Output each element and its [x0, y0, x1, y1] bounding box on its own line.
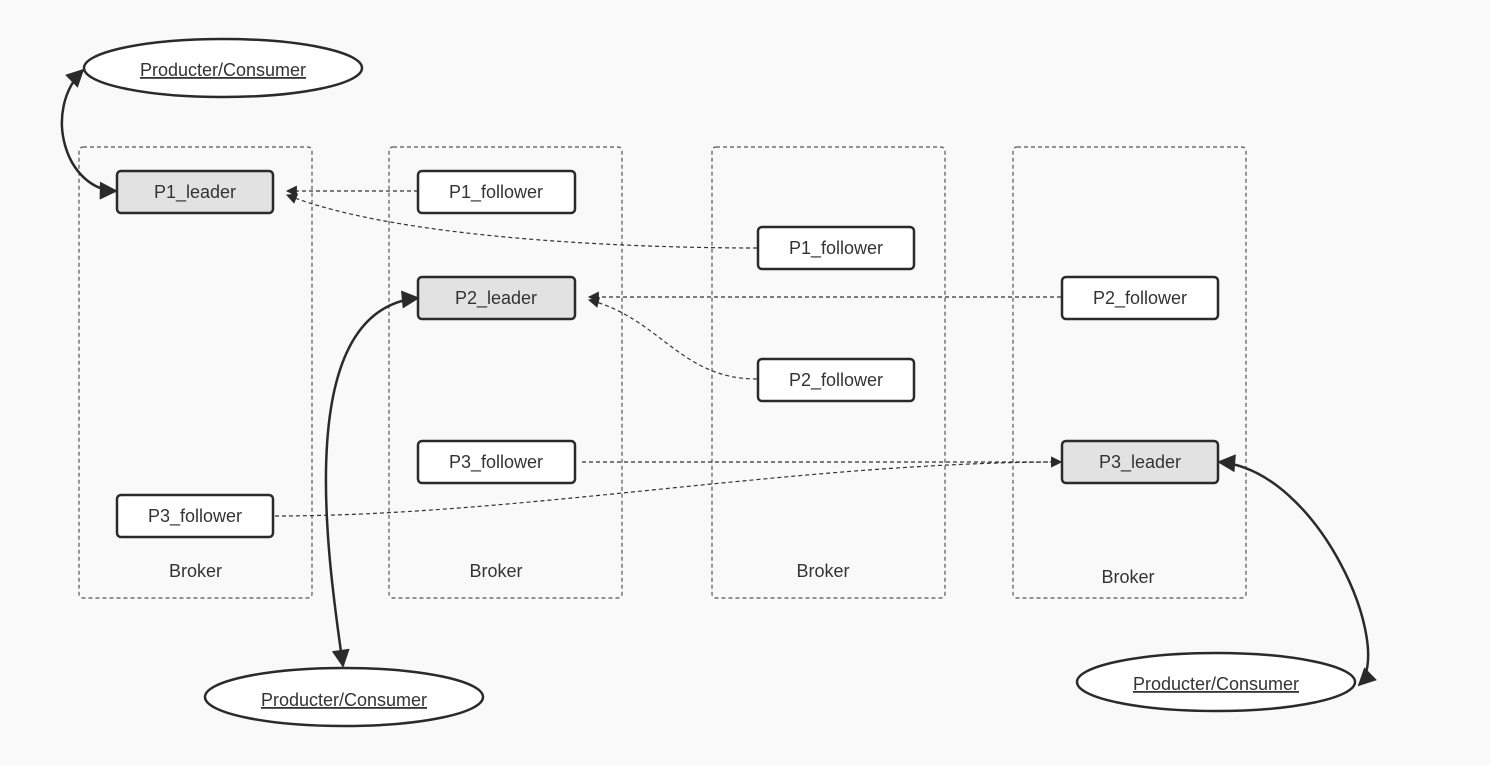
node-p3-leader-label: P3_leader: [1099, 452, 1181, 473]
node-p1-follower-b3-label: P1_follower: [789, 238, 883, 259]
broker-3: Broker: [711, 146, 946, 599]
node-p3-follower-b1[interactable]: P3_follower: [115, 493, 275, 539]
node-p1-leader[interactable]: P1_leader: [115, 169, 275, 215]
broker-4: Broker: [1012, 146, 1247, 599]
edge-client-3-to-p3-leader: [1217, 454, 1377, 687]
broker-4-label: Broker: [1101, 567, 1154, 587]
client-2-label: Producter/Consumer: [261, 690, 427, 710]
node-p2-follower-b3[interactable]: P2_follower: [756, 357, 916, 403]
client-producer-consumer-1[interactable]: Producter/Consumer: [82, 37, 364, 99]
edge-p3-follower-b1-to-p3-leader: [274, 456, 1063, 517]
client-1-label: Producter/Consumer: [140, 60, 306, 80]
node-p3-follower-b1-label: P3_follower: [148, 506, 242, 527]
edge-p2-follower-b3-to-p2-leader: [587, 297, 758, 380]
broker-1-label: Broker: [169, 561, 222, 581]
broker-2: Broker: [388, 146, 623, 599]
node-p2-follower-b4-label: P2_follower: [1093, 288, 1187, 309]
client-producer-consumer-2[interactable]: Producter/Consumer: [203, 666, 485, 728]
edge-client-1-to-p1-leader: [60, 68, 118, 200]
node-p3-leader[interactable]: P3_leader: [1060, 439, 1220, 485]
client-producer-consumer-3[interactable]: Producter/Consumer: [1075, 651, 1357, 713]
client-3-label: Producter/Consumer: [1133, 674, 1299, 694]
node-p2-follower-b3-label: P2_follower: [789, 370, 883, 391]
node-p1-leader-label: P1_leader: [154, 182, 236, 203]
node-p1-follower-b2-label: P1_follower: [449, 182, 543, 203]
edge-client-2-to-p2-leader: [324, 290, 420, 668]
node-p2-leader[interactable]: P2_leader: [416, 275, 577, 321]
broker-3-label: Broker: [796, 561, 849, 581]
node-p1-follower-b2[interactable]: P1_follower: [416, 169, 577, 215]
broker-2-label: Broker: [469, 561, 522, 581]
node-p2-leader-label: P2_leader: [455, 288, 537, 309]
broker-1: Broker: [78, 146, 313, 599]
node-p3-follower-b2-label: P3_follower: [449, 452, 543, 473]
node-p2-follower-b4[interactable]: P2_follower: [1060, 275, 1220, 321]
node-p1-follower-b3[interactable]: P1_follower: [756, 225, 916, 271]
node-p3-follower-b2[interactable]: P3_follower: [416, 439, 577, 485]
